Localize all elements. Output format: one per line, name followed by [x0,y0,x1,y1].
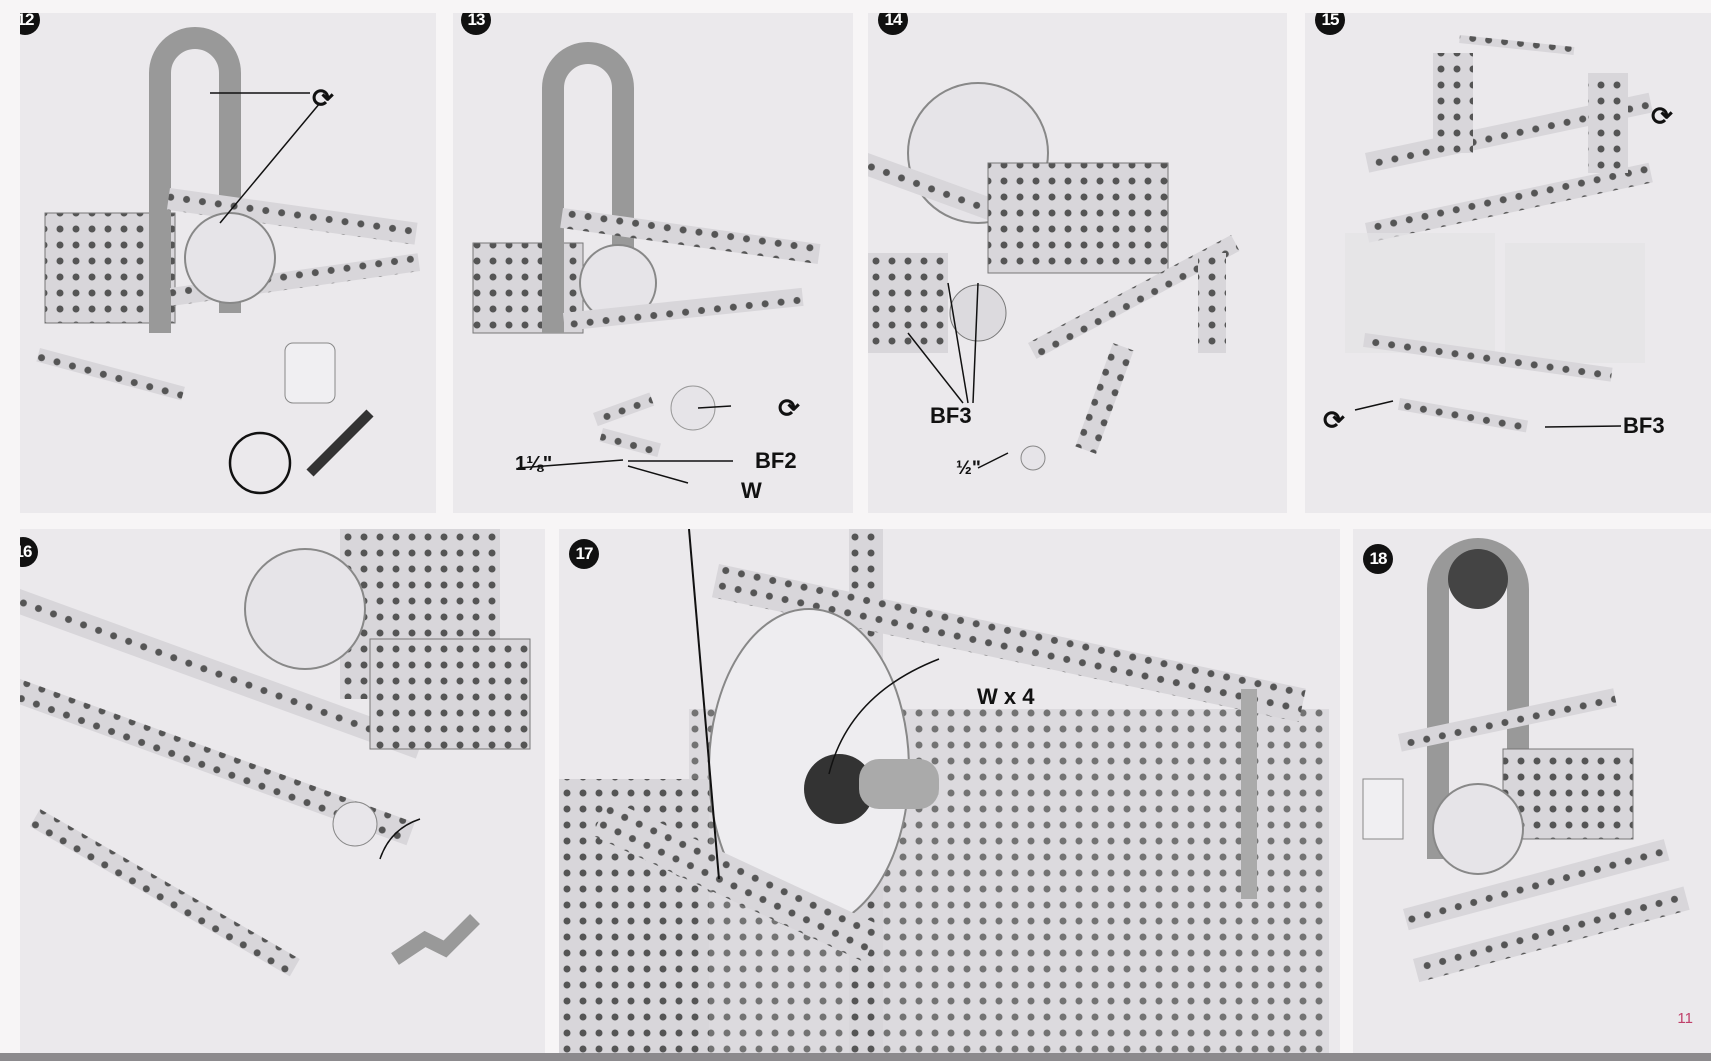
step-13-panel: 13 ⟳ 1⅛" BF2 W [453,13,853,513]
part-label-length: ½" [956,458,981,479]
part-label-length: 1⅛" [515,453,553,475]
step-14-panel: 14 BF3 ½" [868,13,1287,513]
rotate-icon: ⟳ [312,83,334,113]
part-label-bf3: BF3 [930,403,972,428]
step-number: 12 [20,13,40,35]
step-number: 14 [878,13,908,35]
step-number: 15 [1315,13,1345,35]
step-13-illustration [472,42,821,484]
step-17-panel: 17 W x 4 [559,529,1340,1053]
part-label-w-x4: W x 4 [977,684,1035,709]
step-16-panel: 16 [20,529,545,1053]
part-label-bf2: BF2 [755,448,797,473]
rotate-icon: ⟳ [1323,405,1345,435]
part-label-w: W [741,478,762,503]
step-17-illustration [559,529,1329,1053]
step-number: 13 [461,13,491,35]
rotate-icon: ⟳ [1651,101,1673,131]
step-18-panel: 18 [1353,529,1711,1053]
step-12-illustration [36,27,421,495]
step-15-panel: 15 ⟳ ⟳ BF3 [1305,13,1711,513]
step-number: 18 [1363,544,1393,574]
step-12-panel: 12 ⟳ [20,13,436,513]
step-number: 17 [569,539,599,569]
step-15-illustration [1345,35,1653,433]
rotate-icon: ⟳ [778,393,800,423]
page-number: 11 [1677,1010,1693,1027]
part-label-bf3: BF3 [1623,413,1665,438]
bottom-edge [0,1053,1711,1061]
step-number: 16 [20,537,38,567]
step-18-illustration [1362,538,1690,983]
step-14-illustration [868,82,1240,471]
step-16-illustration [20,529,531,977]
